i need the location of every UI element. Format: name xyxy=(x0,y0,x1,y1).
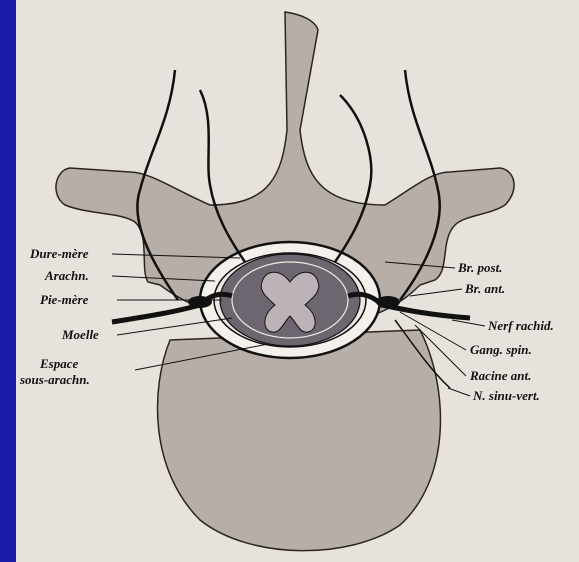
label-sous-arachn: sous-arachn. xyxy=(19,372,90,387)
label-br-post: Br. post. xyxy=(457,260,502,275)
label-racine-ant: Racine ant. xyxy=(469,368,531,383)
spinal-ganglion-right xyxy=(376,296,400,308)
label-arachn: Arachn. xyxy=(44,268,89,283)
label-n-sinu-vert: N. sinu-vert. xyxy=(472,388,540,403)
label-moelle: Moelle xyxy=(61,327,99,342)
label-br-ant: Br. ant. xyxy=(464,281,505,296)
spinal-ganglion-left xyxy=(188,296,212,308)
vertebral-body xyxy=(158,330,441,551)
label-nerf-rachid: Nerf rachid. xyxy=(487,318,554,333)
label-pie-mere: Pie-mère xyxy=(40,292,89,307)
label-espace: Espace xyxy=(39,356,79,371)
label-gang-spin: Gang. spin. xyxy=(470,342,532,357)
label-dure-mere: Dure-mère xyxy=(29,246,89,261)
